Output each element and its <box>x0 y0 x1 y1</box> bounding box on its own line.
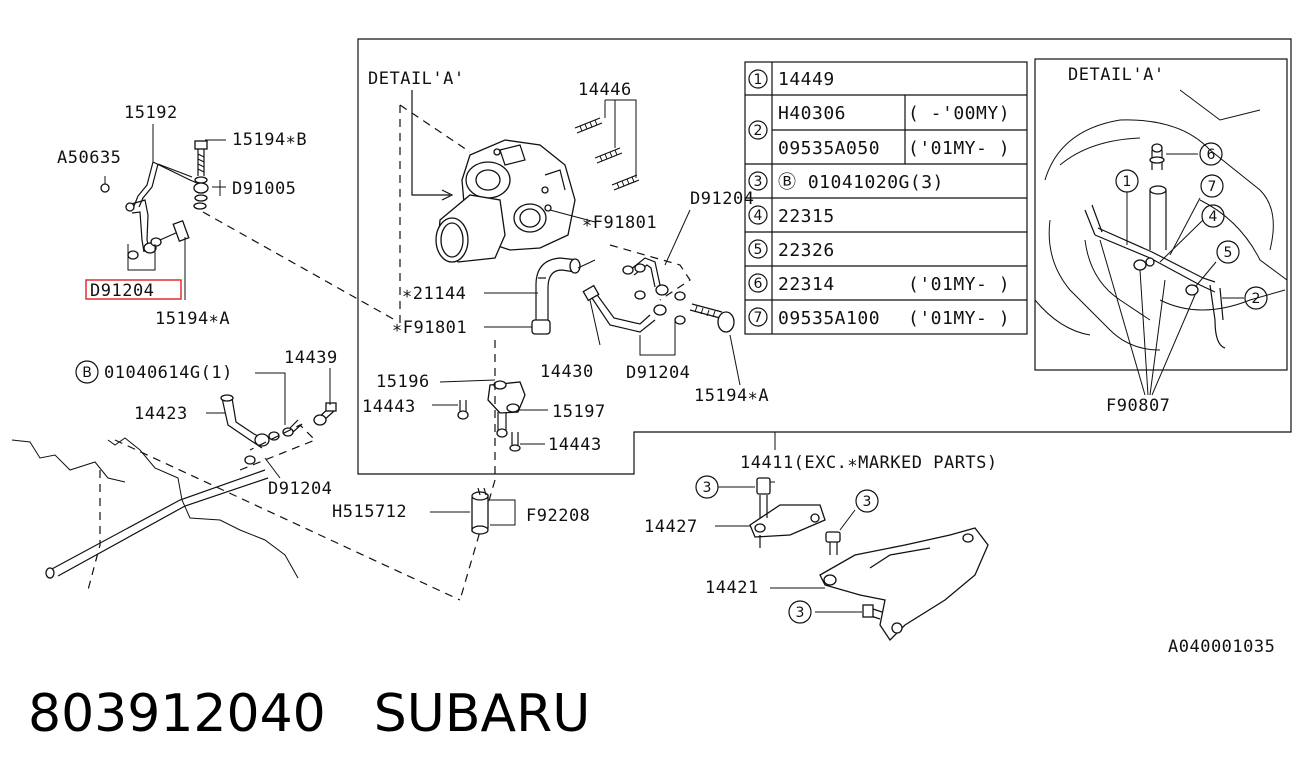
callout-5: 5 <box>1224 245 1233 261</box>
table-row-code: 22315 <box>778 206 835 227</box>
label-f91801-top: ∗F91801 <box>582 213 657 233</box>
table-row-code: H40306 <box>778 103 846 124</box>
label-d91204-low: D91204 <box>268 479 332 499</box>
label-15197: 15197 <box>552 402 606 422</box>
label-14421: 14421 <box>705 578 759 598</box>
label-f90807: F90807 <box>1106 396 1170 416</box>
table-row-note: ( -'00MY) <box>908 103 1010 124</box>
table-row-code: 22314 <box>778 274 835 295</box>
callout-3: 3 <box>863 494 872 510</box>
table-row-num: 3 <box>754 174 763 190</box>
oil-pipe-assembly-left <box>100 140 209 260</box>
oil-pipe-14430 <box>582 257 735 333</box>
label-d91204-mid: D91204 <box>626 363 690 383</box>
table-row-num: 7 <box>754 310 763 326</box>
callout-4: 4 <box>1209 209 1218 225</box>
table-row-code: 09535A100 <box>778 308 880 329</box>
footer: 803912040 SUBARU <box>28 684 638 744</box>
label-15194b: 15194∗B <box>232 130 307 150</box>
label-14423: 14423 <box>134 404 188 424</box>
label-14446: 14446 <box>578 80 632 100</box>
engine-block-outline <box>11 437 461 601</box>
label-d91005: D91005 <box>232 179 296 199</box>
label-01040614g: 01040614G(1) <box>104 363 233 383</box>
label-14443-b: 14443 <box>548 435 602 455</box>
label-15194a-right: 15194∗A <box>694 386 769 406</box>
brand-name: SUBARU <box>373 684 591 744</box>
highlight-box <box>85 279 182 300</box>
callout-3: 3 <box>703 480 712 496</box>
label-14427: 14427 <box>644 517 698 537</box>
part-number: 803912040 <box>28 684 326 744</box>
callout-6: 6 <box>1207 147 1216 163</box>
label-f92208: F92208 <box>526 506 590 526</box>
table-row-code: 14449 <box>778 69 835 90</box>
label-detail-a-inset: DETAIL'A' <box>1068 65 1165 85</box>
label-d91204-highlighted: D91204 <box>90 281 154 301</box>
detail-frame <box>357 38 1292 475</box>
table-row-num: 2 <box>754 123 763 139</box>
label-15192: 15192 <box>124 103 178 123</box>
callout-1: 1 <box>1123 174 1132 190</box>
turbocharger <box>435 139 576 263</box>
label-14439: 14439 <box>284 348 338 368</box>
oil-return-hose <box>531 257 581 335</box>
detail-a-inset <box>1034 58 1288 371</box>
drain-hose <box>471 487 489 535</box>
bracket-14427 <box>749 477 826 548</box>
bolt-b-symbol: B <box>82 365 92 381</box>
label-15196: 15196 <box>376 372 430 392</box>
table-row-code: 22326 <box>778 240 835 261</box>
label-21144: ∗21144 <box>402 284 466 304</box>
label-f91801-bottom: ∗F91801 <box>392 318 467 338</box>
label-14430: 14430 <box>540 362 594 382</box>
callout-3: 3 <box>796 605 805 621</box>
callout-7: 7 <box>1208 179 1217 195</box>
label-detail-a: DETAIL'A' <box>368 69 465 89</box>
drain-flange <box>457 380 526 452</box>
table-row-num: 1 <box>754 72 763 88</box>
studs <box>574 117 640 191</box>
table-row-note: ('01MY- ) <box>908 308 1010 329</box>
table-row-num: 4 <box>754 208 763 224</box>
table-row-num: 6 <box>754 276 763 292</box>
pipe-14423 <box>220 394 337 465</box>
label-d91204-top: D91204 <box>690 189 754 209</box>
table-row-code: 09535A050 <box>778 138 880 159</box>
bracket-14421 <box>819 527 989 642</box>
table-row-note: ('01MY- ) <box>908 138 1010 159</box>
table-row-note: ('01MY- ) <box>908 274 1010 295</box>
parts-legend-table: 1 2 3 4 5 6 7 14449 H40306 ( -'00MY) 095… <box>744 61 1028 335</box>
label-14411: 14411(EXC.∗MARKED PARTS) <box>740 453 998 473</box>
label-14443-a: 14443 <box>362 397 416 417</box>
label-15194a-left: 15194∗A <box>155 309 230 329</box>
diagram-reference-code: A040001035 <box>1168 637 1275 657</box>
callout-2: 2 <box>1252 291 1261 307</box>
label-h515712: H515712 <box>332 502 407 522</box>
table-row-num: 5 <box>754 242 763 258</box>
label-a50635: A50635 <box>57 148 121 168</box>
table-row-code: Ⓑ 01041020G(3) <box>778 172 944 193</box>
